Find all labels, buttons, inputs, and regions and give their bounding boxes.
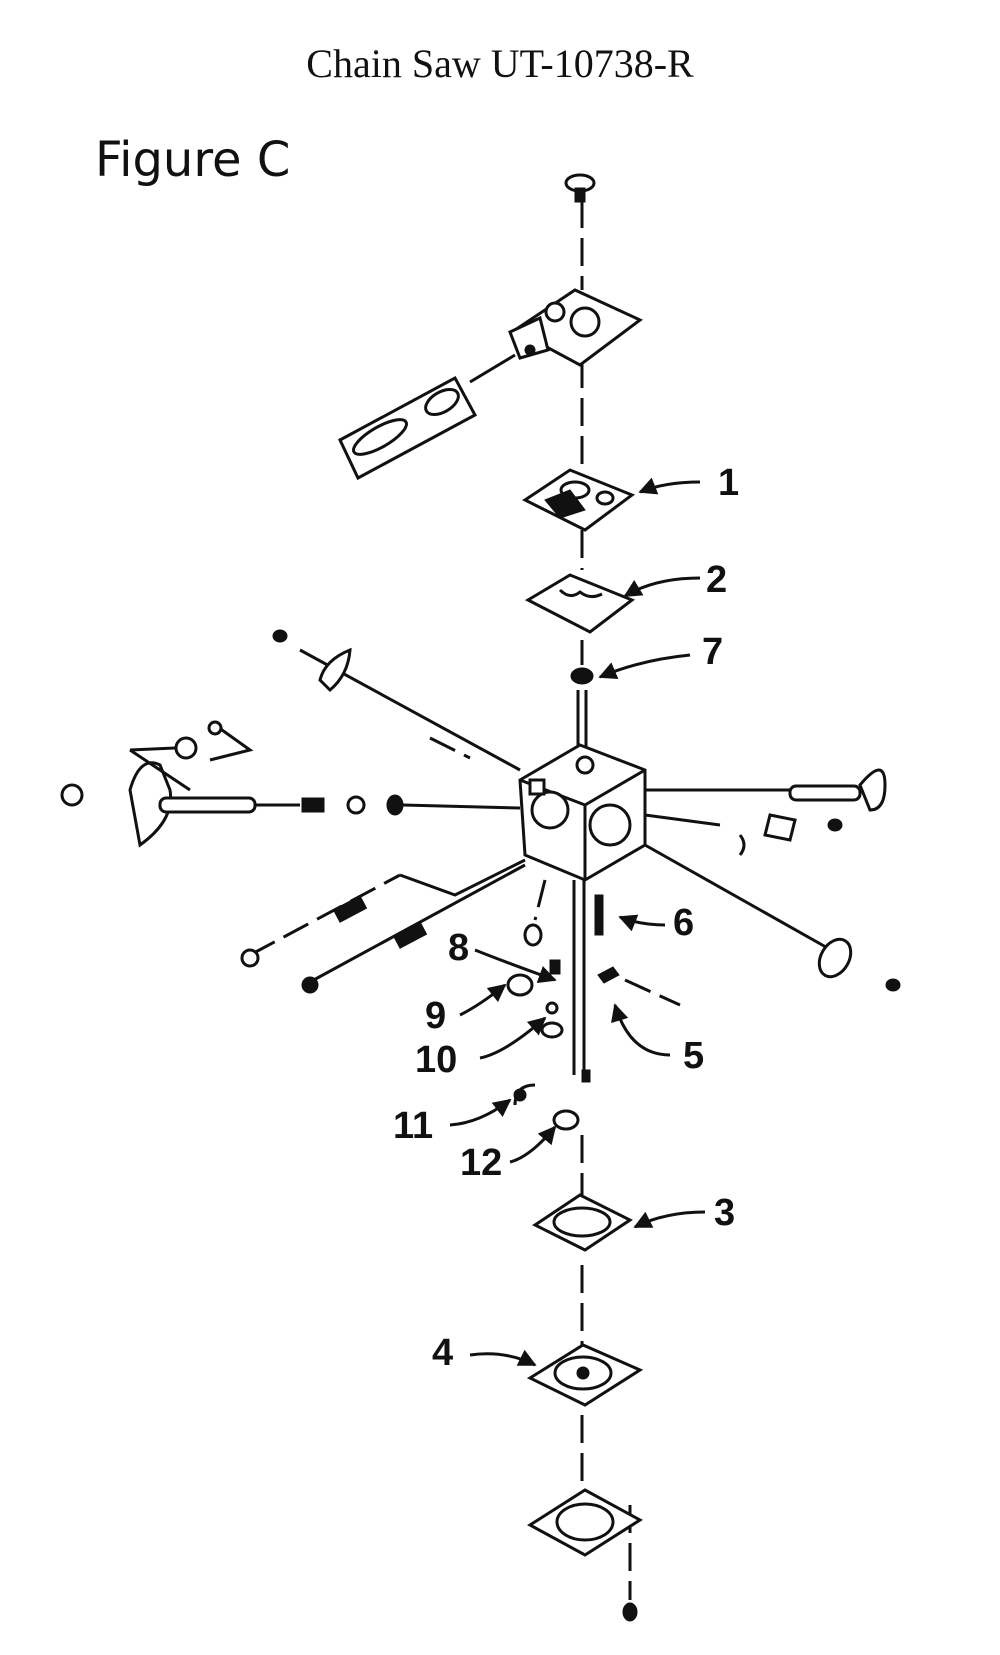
callout-4: 4 bbox=[432, 1332, 453, 1374]
callout-9: 9 bbox=[425, 995, 446, 1037]
choke-shaft-right bbox=[644, 768, 887, 856]
part-4-diaphragm bbox=[526, 1343, 644, 1407]
callout-7: 7 bbox=[702, 631, 723, 673]
part-3-gasket bbox=[532, 1193, 633, 1252]
callout-3: 3 bbox=[714, 1192, 735, 1234]
callout-1: 1 bbox=[718, 462, 739, 504]
callout-6: 6 bbox=[673, 902, 694, 944]
callout-5: 5 bbox=[683, 1035, 704, 1077]
throttle-shaft-left bbox=[60, 720, 521, 848]
choke-plate-right bbox=[644, 843, 901, 992]
callout-10: 10 bbox=[415, 1039, 457, 1081]
callout-2: 2 bbox=[706, 559, 727, 601]
metering-cover bbox=[527, 1488, 643, 1622]
top-screw bbox=[564, 173, 596, 203]
callout-11: 11 bbox=[393, 1105, 433, 1147]
carburetor-body bbox=[518, 743, 647, 882]
callout-12: 12 bbox=[460, 1142, 502, 1184]
document-title: Chain Saw UT-10738-R bbox=[306, 41, 694, 86]
callout-8: 8 bbox=[448, 927, 469, 969]
figure-label: Figure C bbox=[95, 132, 291, 188]
center-axis bbox=[572, 200, 632, 1600]
fuel-inlet-plate bbox=[338, 375, 478, 481]
part-1-gasket bbox=[522, 468, 636, 532]
throttle-plate-left bbox=[272, 629, 521, 772]
callout-leaders bbox=[449, 477, 706, 1367]
needle-valve-parts bbox=[506, 879, 681, 1131]
part-2-diaphragm bbox=[524, 573, 636, 634]
part-7-screen bbox=[570, 667, 594, 685]
fuel-pump-cover bbox=[469, 288, 643, 384]
adjusting-screws bbox=[240, 858, 526, 994]
